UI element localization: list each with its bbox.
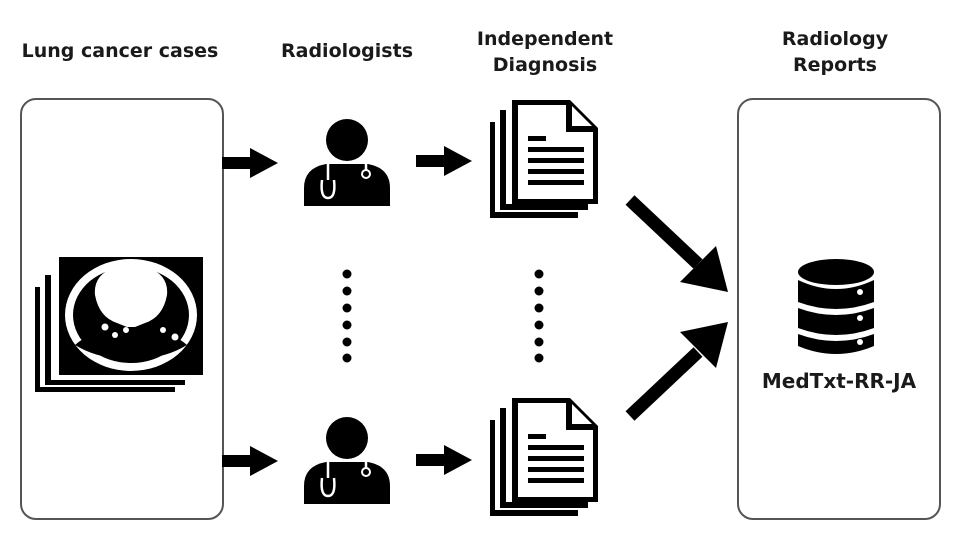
reports-box (737, 98, 941, 520)
document-stack-icon-top (490, 100, 598, 218)
header-reports-line2: Reports (793, 54, 877, 76)
header-reports-line1: Radiology (781, 28, 889, 50)
dataset-name: MedTxt-RR-JA (761, 369, 917, 393)
arrow-cases-to-radiologist-top (222, 148, 278, 178)
header-lung-cancer-cases: Lung cancer cases (21, 40, 219, 62)
doctor-icon-top (304, 119, 390, 206)
ellipsis-dots-diagnosis (534, 269, 544, 363)
database-icon (798, 259, 874, 354)
ellipsis-dots-radiologists (342, 269, 352, 363)
ct-scan-stack-icon (35, 257, 203, 392)
arrow-diagnosis-to-reports-top (625, 195, 728, 292)
arrow-cases-to-radiologist-bottom (222, 446, 278, 476)
arrow-radiologist-to-diagnosis-bottom (416, 445, 472, 475)
header-independent-diagnosis: Independent Diagnosis (450, 26, 640, 78)
arrow-radiologist-to-diagnosis-top (416, 146, 472, 176)
header-diagnosis-line2: Diagnosis (492, 54, 598, 76)
header-radiologists: Radiologists (281, 40, 413, 62)
header-radiology-reports: Radiology Reports (745, 26, 925, 78)
document-stack-icon-bottom (490, 398, 598, 516)
arrow-diagnosis-to-reports-bottom (625, 322, 728, 421)
doctor-icon-bottom (304, 417, 390, 504)
header-diagnosis-line1: Independent (476, 28, 614, 50)
